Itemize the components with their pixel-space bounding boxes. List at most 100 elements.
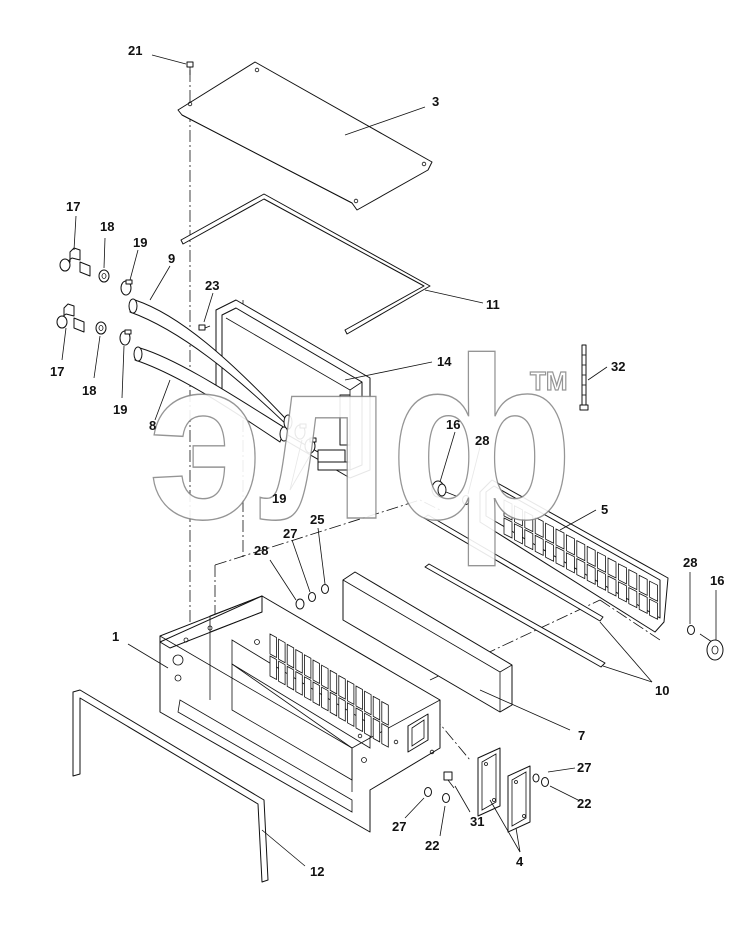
grille-slot [295,648,303,674]
hose-8 [133,346,289,443]
callout-19-top: 19 [133,235,147,250]
callout-27-right: 27 [577,760,591,775]
heater-core [215,299,371,479]
washer-28-right [687,625,695,635]
screw-22-lower [442,793,450,803]
callout-17-bottom: 17 [50,364,64,379]
grille-slot [576,539,586,562]
grille-slot [278,638,286,664]
screw-23 [198,324,211,331]
rod-10-bottom [424,563,606,668]
grille-slot [514,505,523,527]
callout-23: 23 [205,278,219,293]
nut-27-right [532,773,540,783]
grille-slot [597,551,606,573]
grille-slot [278,660,286,686]
callout-25: 25 [310,512,324,527]
grille-slot [576,557,586,580]
washer-28-mid [295,598,305,610]
grille-slot [321,686,329,712]
callout-27-lower: 27 [392,819,406,834]
grille-panel [479,479,669,633]
grille-slot [618,563,627,585]
callout-32: 32 [611,359,625,374]
hose-clamp-right-2 [304,437,317,454]
callout-27-mid: 27 [283,526,297,541]
grille-slot [329,669,338,695]
washer-18-bottom [95,321,107,335]
grille-slot [355,707,363,733]
callout-16-top: 16 [446,417,460,432]
grille-slot [355,685,363,711]
cover-plate-left [477,747,501,817]
callout-18-top: 18 [100,219,114,234]
filter-block [342,571,513,713]
elbow-fitting-bottom [56,303,85,333]
callout-11: 11 [486,297,500,312]
callout-3: 3 [432,94,439,109]
nut-27-mid [308,592,316,602]
nut-25 [321,584,329,594]
grille-slot [503,517,513,539]
grille-slot [638,574,648,597]
hose-9 [128,298,293,430]
grille-slot [321,664,329,690]
hose-clamp-top [120,279,133,296]
grille-slot [286,643,295,669]
washer-18-top [98,269,110,283]
callout-1: 1 [112,629,119,644]
grille-slot [295,670,303,696]
top-cover-plate [177,61,433,211]
watermark: элф TM [147,309,573,567]
callout-10: 10 [655,683,669,698]
callout-16-right: 16 [710,573,724,588]
hose-clamp-bottom [119,329,132,346]
rod-10-top [423,514,604,622]
grille-slot [312,659,320,685]
callout-12: 12 [310,864,324,879]
seal-frame [72,689,269,883]
bolt-31 [443,771,455,789]
grille-slot [586,545,596,568]
grille-slot [364,690,372,716]
callout-28-mid: 28 [254,543,268,558]
callout-14: 14 [437,354,452,369]
grille-slot [649,580,658,602]
grille-slot [545,522,554,544]
grille-slot [607,575,617,597]
callout-19-bottom: 19 [113,402,127,417]
grille-slot [338,696,346,722]
screw-22-right [541,777,549,787]
washer-28-top [462,495,470,505]
grille-slot [566,552,575,574]
grille-slot [329,691,338,717]
grille-slot [534,516,544,539]
screw-21 [186,61,194,75]
grille-slot [364,712,372,738]
callout-labels: 21 3 17 18 19 9 23 11 17 18 19 8 14 32 1… [50,43,724,879]
nut-27-lower [424,787,432,797]
callout-19-right: 19 [272,491,286,506]
knob-16-right [699,633,724,661]
callout-9: 9 [168,251,175,266]
watermark-trademark: TM [530,366,568,396]
grille-slot [597,569,606,591]
grille-slot [346,702,355,727]
callout-18-bottom: 18 [82,383,96,398]
knob-16-left [431,480,457,498]
grille-slot [381,700,389,726]
callout-8: 8 [149,418,156,433]
grille-slot [607,557,617,579]
callout-22-right: 22 [577,796,591,811]
grille-slot [312,681,320,707]
cover-plate-right [507,765,531,833]
elbow-fitting-top [59,247,91,277]
callout-28-right: 28 [683,555,697,570]
grille-slot [338,674,346,700]
callout-17-top: 17 [66,199,80,214]
grille-slot [524,528,534,551]
callout-31: 31 [470,814,484,829]
grille-slot [586,563,596,586]
